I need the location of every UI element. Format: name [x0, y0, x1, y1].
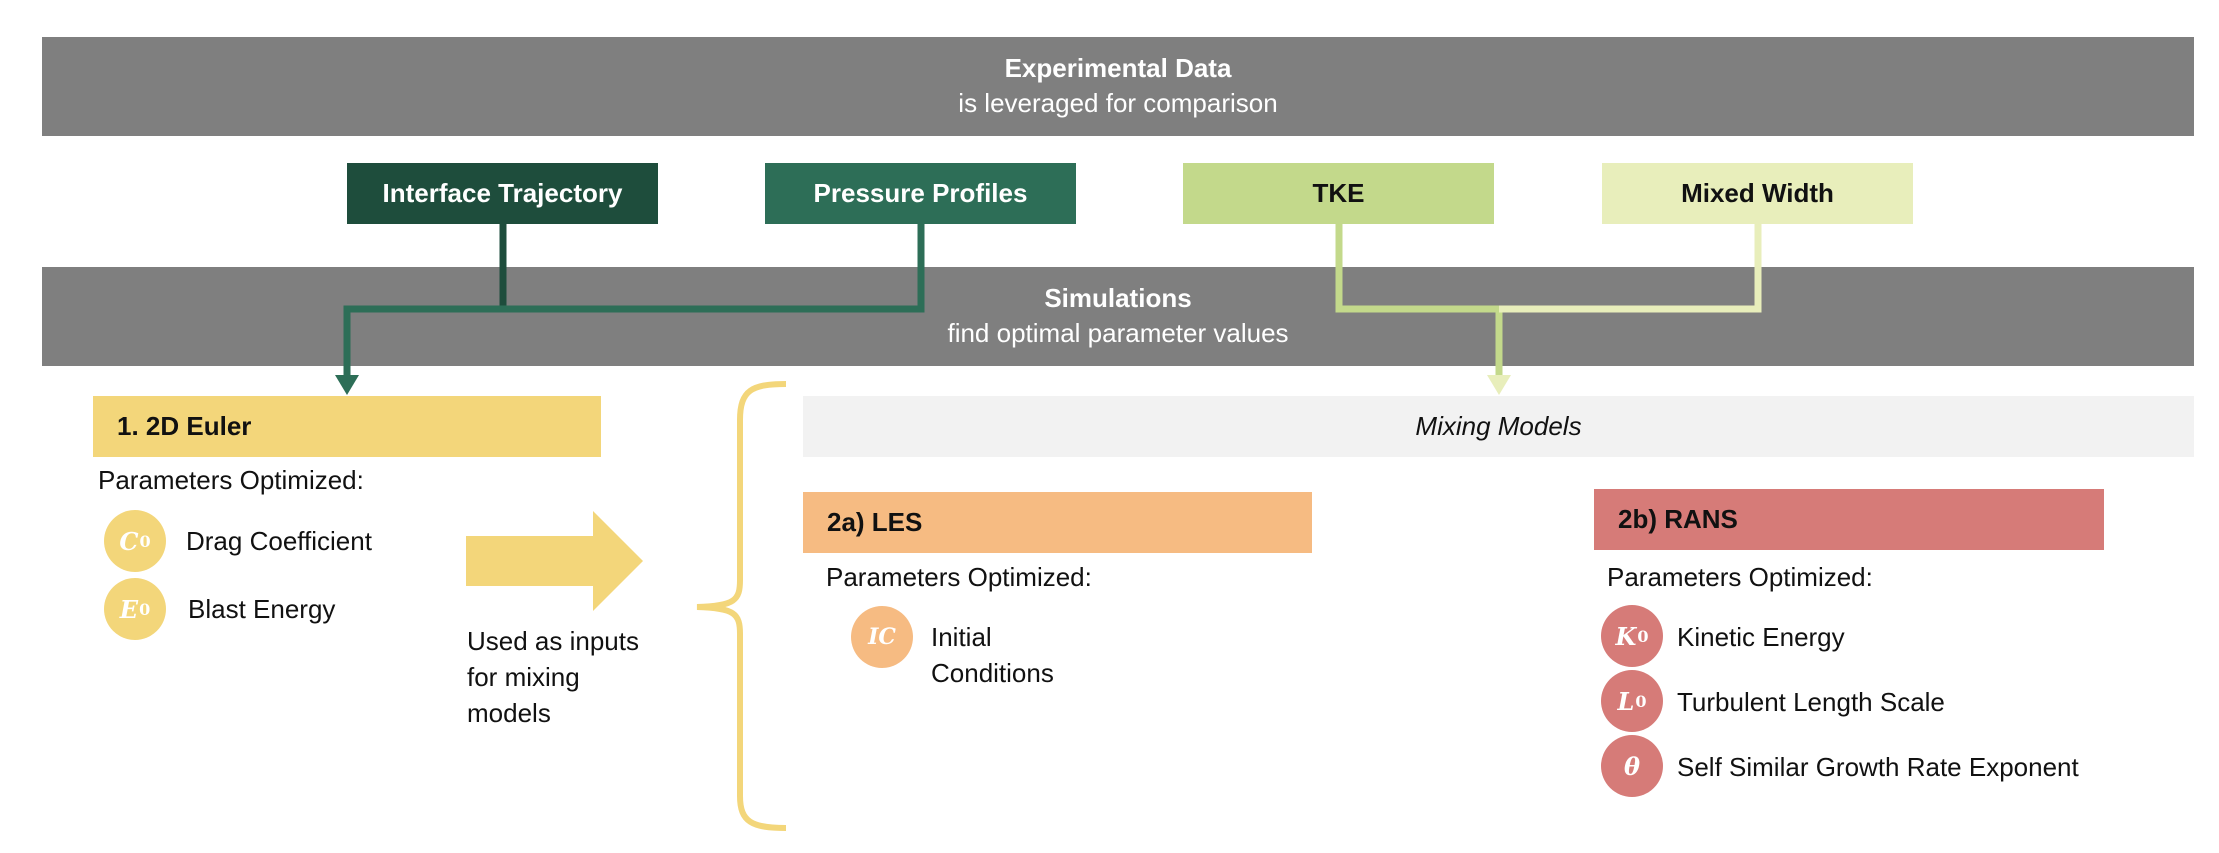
arrowhead-euler [335, 375, 359, 395]
connector-mixed-width [1499, 224, 1762, 313]
symbol-letter: K [1615, 621, 1637, 651]
simulations-title: Simulations [1044, 283, 1192, 313]
tag-tke: TKE [1183, 163, 1494, 224]
tag-label: Pressure Profiles [813, 178, 1028, 208]
label-line: Conditions [931, 658, 1054, 688]
rans-params-label: Parameters Optimized: [1607, 562, 1873, 592]
connector-tke [1335, 224, 1503, 378]
turbulent-length-scale-label: Turbulent Length Scale [1677, 687, 1945, 717]
mixing-models-title: Mixing Models [1415, 411, 1582, 441]
rans-header: 2b) RANS [1594, 489, 2104, 550]
experimental-data-title: Experimental Data [1004, 53, 1232, 83]
arrowhead-mixing [1487, 375, 1511, 395]
kinetic-energy-label: Kinetic Energy [1677, 622, 1845, 652]
tag-interface-trajectory: Interface Trajectory [347, 163, 658, 224]
tag-mixed-width: Mixed Width [1602, 163, 1913, 224]
tag-label: Interface Trajectory [382, 178, 623, 208]
growth-rate-exponent-label: Self Similar Growth Rate Exponent [1677, 752, 2079, 782]
tag-pressure-profiles: Pressure Profiles [765, 163, 1076, 224]
label-line: Initial [931, 622, 992, 652]
experimental-data-subtitle: is leveraged for comparison [958, 88, 1278, 118]
experimental-data-band: Experimental Data is leveraged for compa… [42, 37, 2194, 136]
symbol-subscript: 0 [1637, 626, 1649, 646]
arrow-note-line: for mixing [467, 662, 580, 692]
euler-params-label: Parameters Optimized: [98, 465, 364, 495]
euler-header-label: 1. 2D Euler [117, 411, 252, 441]
arrow-note: Used as inputs for mixing models [467, 623, 639, 731]
symbol-letter: IC [868, 624, 896, 650]
connector-pressure-profiles [343, 224, 925, 378]
growth-rate-exponent-symbol: θ [1601, 735, 1663, 797]
tag-label: Mixed Width [1681, 178, 1834, 208]
curly-brace-shape [696, 381, 787, 831]
simulations-subtitle: find optimal parameter values [947, 318, 1289, 348]
les-header-label: 2a) LES [827, 507, 923, 537]
mixing-models-bar: Mixing Models [803, 396, 2194, 457]
tag-label: TKE [1312, 178, 1365, 208]
symbol-subscript: 0 [1635, 691, 1647, 711]
symbol-subscript: 0 [139, 599, 151, 619]
big-arrow-shape [466, 511, 643, 611]
symbol-subscript: 0 [139, 531, 151, 551]
arrow-note-line: Used as inputs [467, 626, 639, 656]
rans-header-label: 2b) RANS [1618, 504, 1738, 534]
symbol-letter: θ [1623, 751, 1640, 781]
initial-conditions-label: Initial Conditions [931, 619, 1054, 691]
les-header: 2a) LES [803, 492, 1312, 553]
arrow-note-line: models [467, 698, 551, 728]
les-params-label: Parameters Optimized: [826, 562, 1092, 592]
drag-coefficient-label: Drag Coefficient [186, 526, 372, 556]
symbol-letter: E [119, 594, 139, 624]
simulations-band: Simulations find optimal parameter value… [42, 267, 2194, 366]
symbol-letter: L [1617, 686, 1635, 716]
blast-energy-label: Blast Energy [188, 594, 336, 624]
symbol-letter: C [119, 526, 139, 556]
initial-conditions-symbol: IC [851, 606, 913, 668]
euler-header: 1. 2D Euler [93, 396, 601, 457]
